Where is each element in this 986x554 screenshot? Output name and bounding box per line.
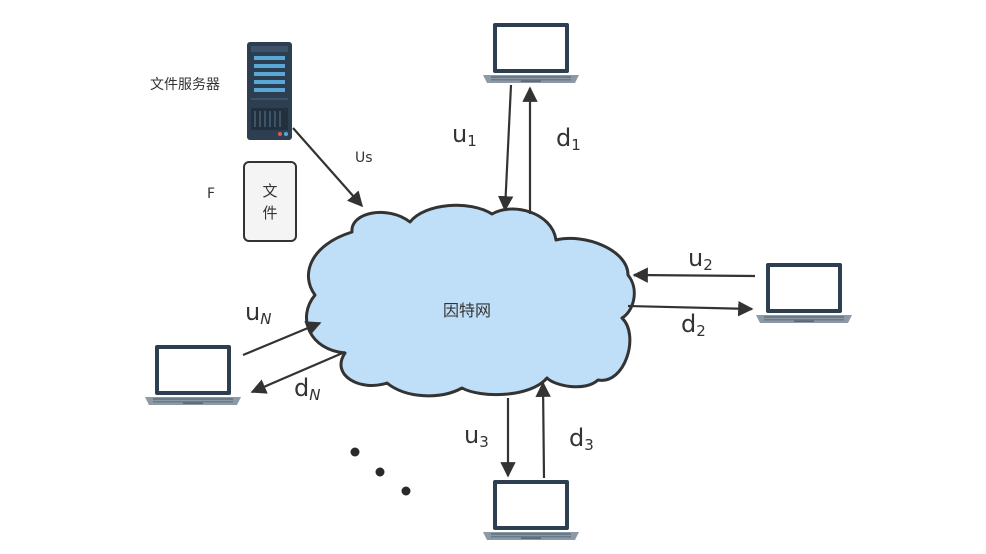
server-icon [247,42,292,140]
laptop-icon-left [145,345,241,405]
peer2-upload-label: u2 [688,244,713,274]
peerN-download-label: dN [294,374,321,404]
file-size-label: F [207,186,216,202]
arrow-uN [242,321,322,357]
peer1-upload-label: u1 [452,120,477,150]
arrow-u2 [632,267,756,283]
internet-label: 因特网 [443,301,492,320]
peer2-download-label: d2 [681,310,706,340]
arrow-d3 [535,381,551,479]
file-icon: 文件 [243,161,297,242]
arrow-u1 [497,84,514,212]
peer3-upload-label: u3 [464,421,489,451]
peer3-download-label: d3 [569,424,594,454]
arrow-d2 [627,300,754,317]
laptop-icon-bottom [483,480,579,540]
server-label: 文件服务器 [150,77,220,93]
laptop-icon-right [756,263,852,323]
ellipsis-dots [350,447,411,496]
arrow-us [292,127,364,208]
file-box-text: 文件 [262,181,278,222]
server-upload-label: Us [355,150,373,166]
arrow-dN [250,350,346,394]
peerN-upload-label: uN [245,298,272,328]
peer1-download-label: d1 [556,124,581,154]
laptop-icon-top [483,23,579,83]
